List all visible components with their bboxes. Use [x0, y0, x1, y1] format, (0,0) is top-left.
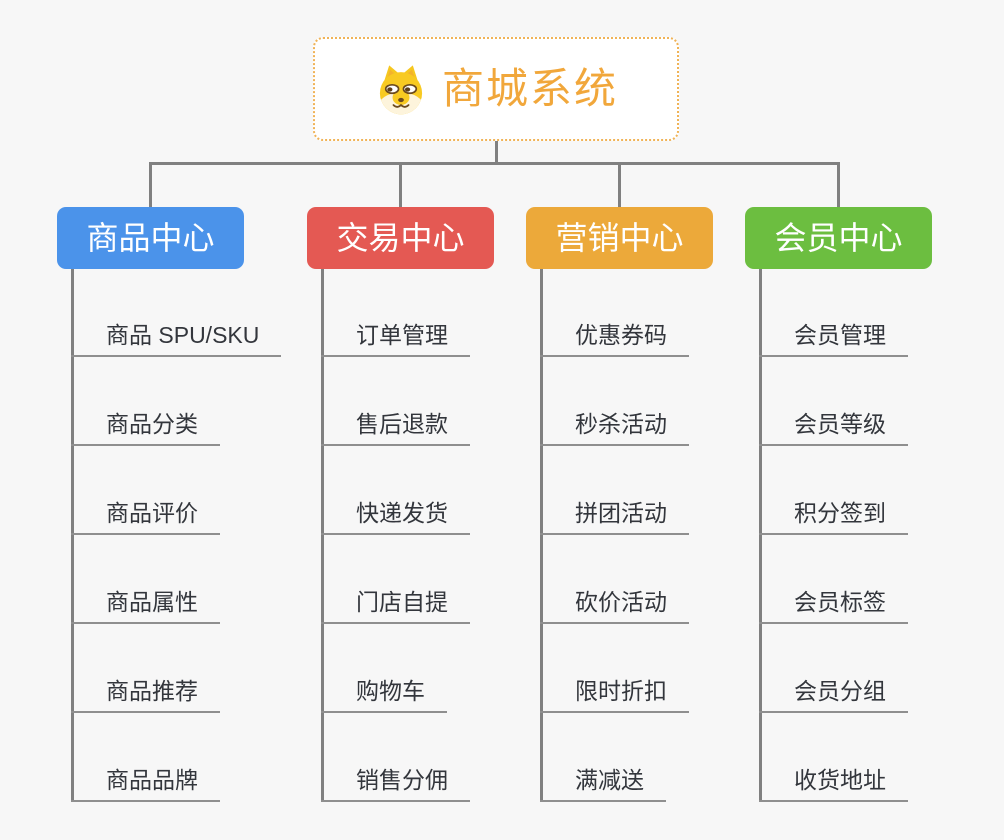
leaf-item[interactable]: 限时折扣 — [540, 675, 689, 713]
branch-stem-line — [321, 269, 324, 802]
branch-node-1[interactable]: 商品中心 — [57, 207, 244, 269]
leaf-item[interactable]: 商品评价 — [71, 497, 220, 535]
branch-stem-line — [71, 269, 74, 802]
leaf-item[interactable]: 拼团活动 — [540, 497, 689, 535]
leaf-item[interactable]: 优惠券码 — [540, 319, 689, 357]
horizontal-bus-line — [149, 162, 840, 165]
leaf-item[interactable]: 会员标签 — [759, 586, 908, 624]
branch-drop-line — [149, 162, 152, 207]
branch-drop-line — [837, 162, 840, 207]
shiba-dog-icon — [374, 62, 428, 116]
branch-stem-line — [540, 269, 543, 802]
branch-node-2[interactable]: 交易中心 — [307, 207, 494, 269]
leaf-item[interactable]: 满减送 — [540, 764, 666, 802]
root-stem-line — [494, 141, 498, 162]
leaf-item[interactable]: 订单管理 — [321, 319, 470, 357]
leaf-item[interactable]: 商品品牌 — [71, 764, 220, 802]
leaf-item[interactable]: 购物车 — [321, 675, 447, 713]
leaf-item[interactable]: 秒杀活动 — [540, 408, 689, 446]
leaf-item[interactable]: 商品属性 — [71, 586, 220, 624]
root-node[interactable]: 商城系统 — [313, 37, 679, 141]
leaf-item[interactable]: 砍价活动 — [540, 586, 689, 624]
leaf-item[interactable]: 门店自提 — [321, 586, 470, 624]
leaf-item[interactable]: 会员分组 — [759, 675, 908, 713]
leaf-item[interactable]: 快递发货 — [321, 497, 470, 535]
branch-node-4[interactable]: 会员中心 — [745, 207, 932, 269]
root-title: 商城系统 — [441, 65, 618, 112]
leaf-item[interactable]: 商品推荐 — [71, 675, 220, 713]
leaf-item[interactable]: 商品 SPU/SKU — [71, 319, 282, 357]
branch-node-3[interactable]: 营销中心 — [526, 207, 713, 269]
branch-drop-line — [618, 162, 621, 207]
branch-drop-line — [399, 162, 402, 207]
leaf-item[interactable]: 收货地址 — [759, 764, 908, 802]
leaf-item[interactable]: 会员管理 — [759, 319, 908, 357]
leaf-item[interactable]: 商品分类 — [71, 408, 220, 446]
branch-stem-line — [759, 269, 762, 802]
leaf-item[interactable]: 积分签到 — [759, 497, 908, 535]
leaf-item[interactable]: 会员等级 — [759, 408, 908, 446]
leaf-item[interactable]: 销售分佣 — [321, 764, 470, 802]
leaf-item[interactable]: 售后退款 — [321, 408, 470, 446]
